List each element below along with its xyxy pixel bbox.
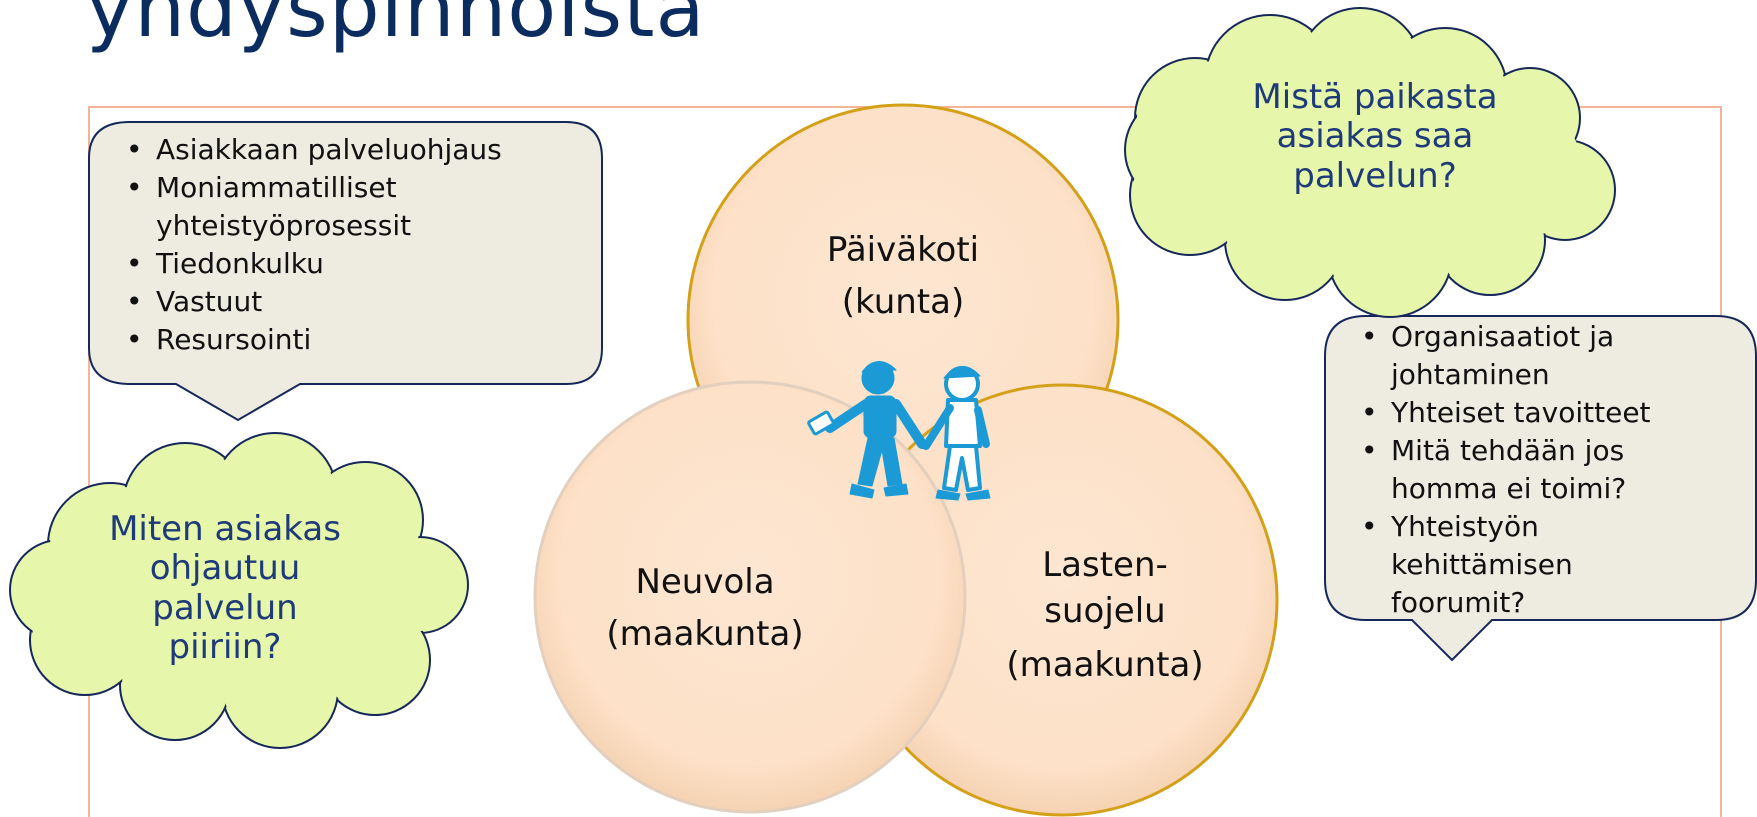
callout-top-left-item: Tiedonkulku (120, 245, 580, 283)
callout-right-item: Yhteistyön kehittämisen foorumit? (1355, 508, 1651, 622)
children-holding-hands-icon (807, 361, 991, 501)
paivakoti-name: Päiväkoti (826, 230, 980, 270)
circle-label-neuvola: Neuvola (maakunta) (590, 560, 820, 658)
callout-top-left-item: Moniammatilliset yhteistyöprosessit (120, 169, 456, 245)
circle-label-paivakoti: Päiväkoti (kunta) (803, 228, 1003, 326)
cloud-top-right-fill (1127, 10, 1613, 315)
cloud-top-right-line: asiakas saa (1276, 116, 1474, 157)
callout-right-item: Yhteiset tavoitteet (1355, 394, 1755, 432)
cloud-left-line: palvelun (152, 587, 298, 628)
callout-top-left-item: Asiakkaan palveluohjaus (120, 131, 580, 169)
lastensuojelu-name-2: suojelu (1044, 590, 1166, 631)
cloud-left-text: Miten asiakas ohjautuu palvelun piiriin? (70, 509, 380, 668)
cloud-left-line: Miten asiakas (109, 509, 341, 549)
lastensuojelu-name-1: Lasten- (1042, 545, 1168, 585)
cloud-top-right-text: Mistä paikasta asiakas saa palvelun? (1205, 77, 1545, 196)
callout-top-left-item: Resursointi (120, 321, 580, 359)
callout-right-item: Organisaatiot ja johtaminen (1355, 318, 1661, 394)
cloud-top-right-line: palvelun? (1293, 155, 1457, 196)
callout-top-left-text: Asiakkaan palveluohjaus Moniammatilliset… (120, 131, 580, 359)
lastensuojelu-org: (maakunta) (1006, 644, 1204, 685)
cloud-top-right-line: Mistä paikasta (1252, 77, 1498, 117)
cloud-left-line: ohjautuu (149, 548, 301, 589)
callout-right-text: Organisaatiot ja johtaminen Yhteiset tav… (1355, 318, 1755, 622)
callout-top-left-item: Vastuut (120, 283, 580, 321)
neuvola-org: (maakunta) (606, 613, 804, 654)
callout-right-item: Mitä tehdään jos homma ei toimi? (1355, 432, 1691, 508)
cloud-left-line: piiriin? (168, 627, 282, 668)
neuvola-name: Neuvola (635, 562, 775, 602)
page-title: yhdyspinnoista (86, 0, 706, 55)
circle-label-lastensuojelu: Lasten- suojelu (maakunta) (980, 543, 1230, 689)
cloud-left-fill (12, 435, 466, 746)
paivakoti-org: (kunta) (841, 281, 965, 322)
